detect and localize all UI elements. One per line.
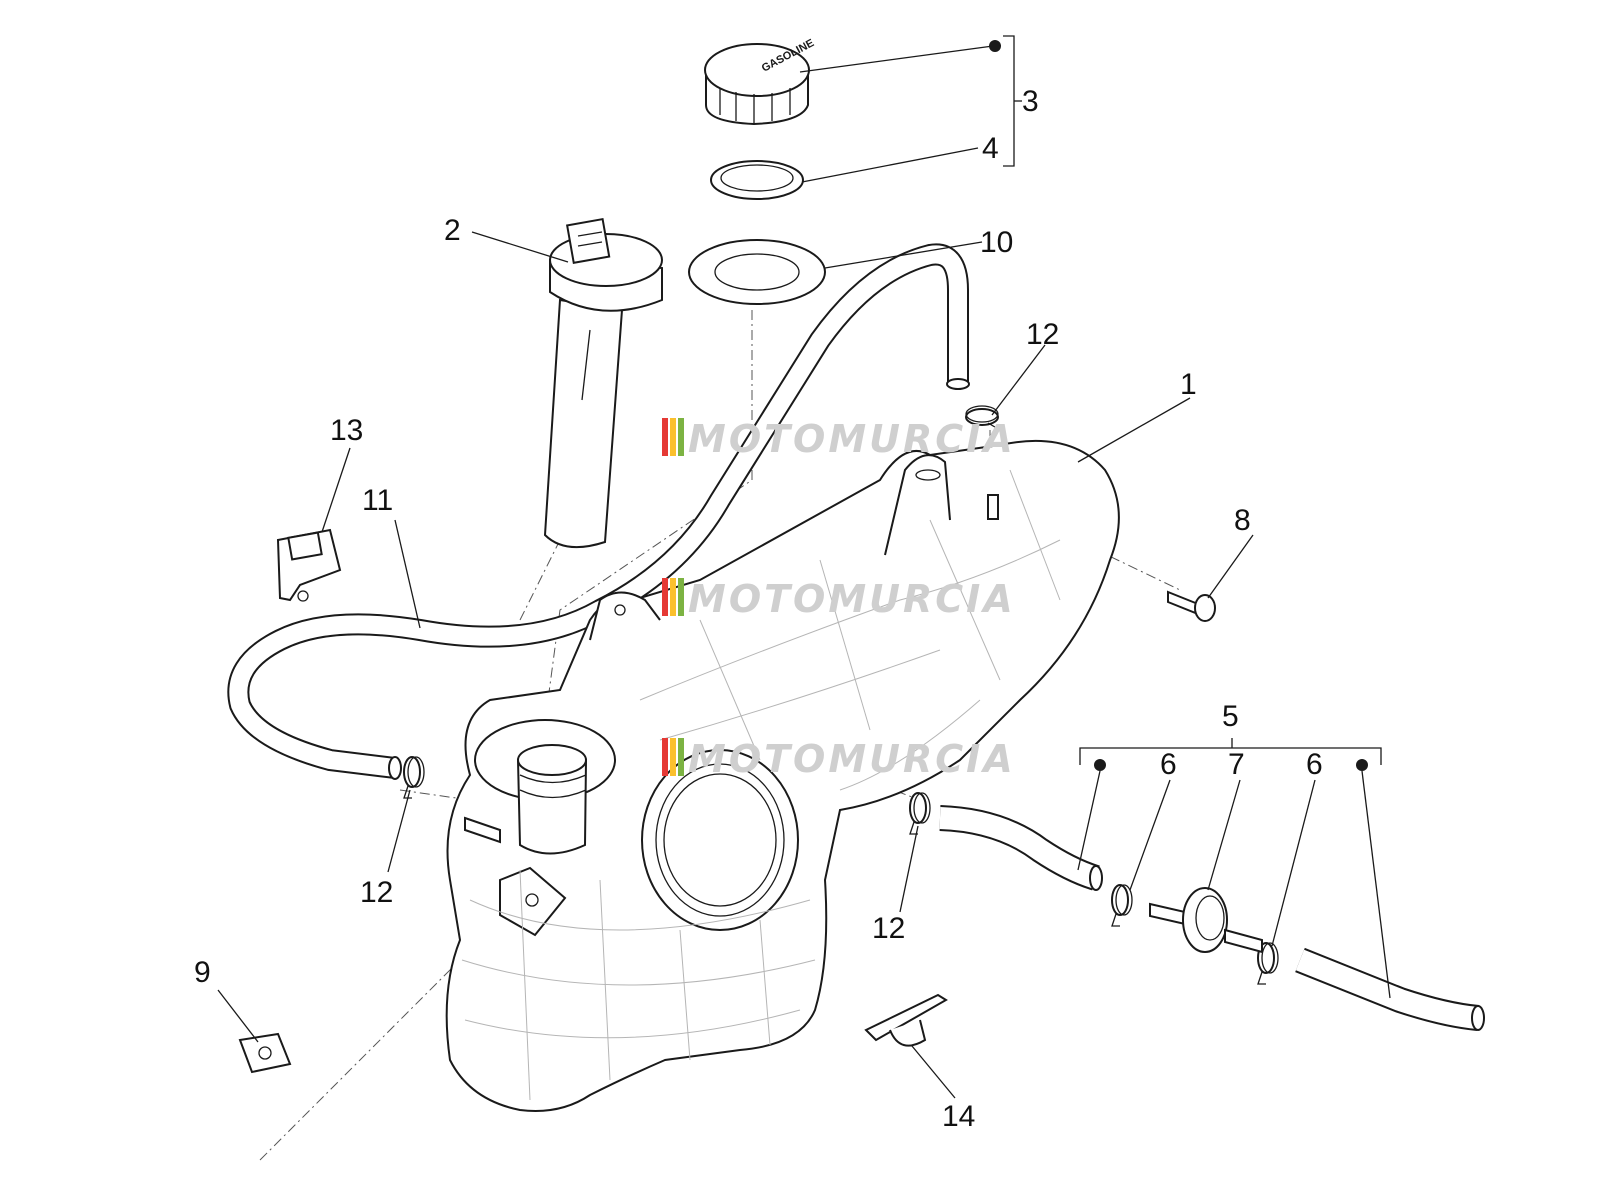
callout-labels: 3 4 10 2 12 1 13 11 8 5 6 7 6 12 12 9 14 (194, 85, 1323, 1133)
callout-12-mid: 12 (872, 912, 905, 945)
hose-clamp-top (965, 405, 1002, 434)
speed-nut (238, 1032, 292, 1074)
fuel-cap: GASOLINE (704, 37, 816, 126)
watermark-middle: MOTOMURCIA (662, 577, 1016, 621)
callout-5: 5 (1222, 700, 1239, 733)
leader-lines (217, 35, 1391, 1099)
callout-4: 4 (982, 132, 999, 165)
callout-6-right: 6 (1306, 748, 1323, 781)
vent-hose (227, 243, 970, 780)
callout-9: 9 (194, 956, 211, 989)
callout-3: 3 (1022, 85, 1039, 118)
fuel-level-sender (543, 217, 663, 549)
hose-clamp-right-a (1111, 884, 1133, 927)
watermark-text-middle: MOTOMURCIA (688, 577, 1016, 621)
callout-13: 13 (330, 414, 363, 447)
filler-gasket (688, 239, 826, 305)
watermark-text-bottom: MOTOMURCIA (688, 737, 1016, 781)
hose-clamp-left (403, 756, 425, 799)
callout-12-top: 12 (1026, 318, 1059, 351)
callout-10: 10 (980, 226, 1013, 259)
callout-14: 14 (942, 1100, 975, 1133)
spring-clip (864, 993, 948, 1047)
callout-1: 1 (1180, 368, 1197, 401)
hose-clamp-mid (909, 792, 931, 835)
watermark-text-top: MOTOMURCIA (688, 417, 1016, 461)
watermark-bottom: MOTOMURCIA (662, 737, 1016, 781)
breather-hose-outer (1295, 947, 1485, 1031)
callout-11: 11 (362, 484, 393, 517)
fuel-tank (445, 439, 1120, 1112)
callout-2: 2 (444, 214, 461, 247)
mounting-screw (1167, 590, 1216, 622)
breather-hose-inner (939, 805, 1103, 891)
callout-7: 7 (1228, 748, 1245, 781)
hose-clip (276, 528, 342, 602)
check-valve (1149, 887, 1263, 954)
callout-6-left: 6 (1160, 748, 1177, 781)
watermark-top: MOTOMURCIA (662, 417, 1016, 461)
callout-12-left: 12 (360, 876, 393, 909)
callout-8: 8 (1234, 504, 1251, 537)
cap-gasket (710, 160, 804, 200)
